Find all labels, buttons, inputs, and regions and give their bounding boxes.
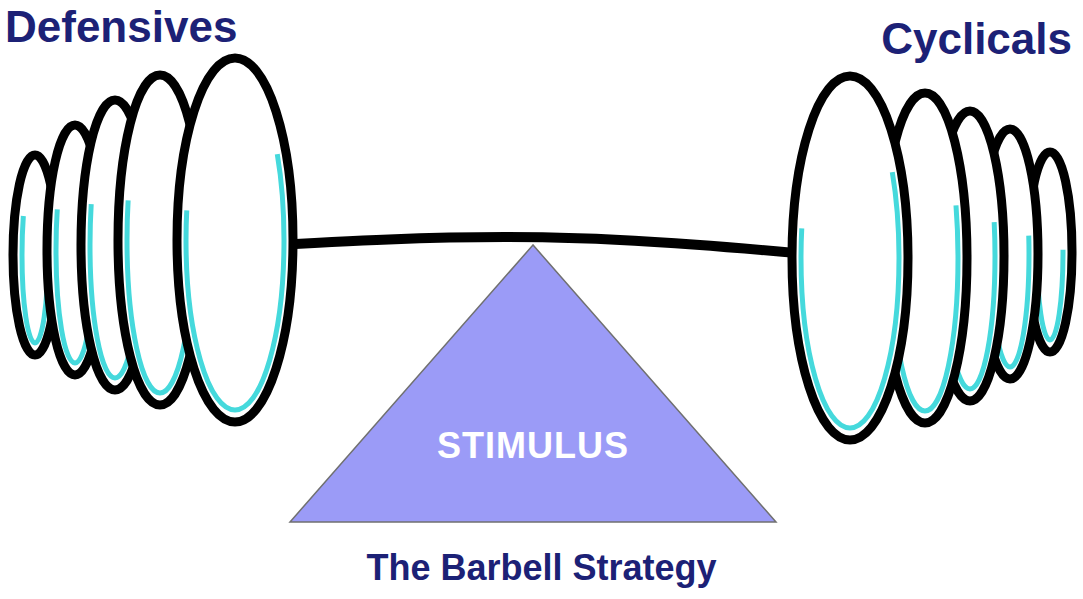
weight-heading: Defensives <box>5 2 237 52</box>
plate-shine <box>801 88 899 428</box>
plate-rim <box>792 76 908 440</box>
fulcrum-label: STIMULUS <box>290 425 776 467</box>
weight-plate <box>177 58 293 422</box>
plate-shine <box>186 70 284 410</box>
diagram-caption: The Barbell Strategy <box>0 546 1083 590</box>
fulcrum-shape <box>290 245 776 522</box>
weight-plates <box>850 76 1072 440</box>
plate-rim <box>177 58 293 422</box>
weight-heading: Cyclicals <box>881 14 1072 64</box>
weight-node: Defensives <box>12 58 235 422</box>
weight-plate <box>792 76 908 440</box>
weight-plates <box>12 58 235 422</box>
fulcrum-node: STIMULUS <box>290 245 776 522</box>
weight-node: Cyclicals <box>850 76 1072 440</box>
fulcrum-triangle <box>290 245 776 522</box>
